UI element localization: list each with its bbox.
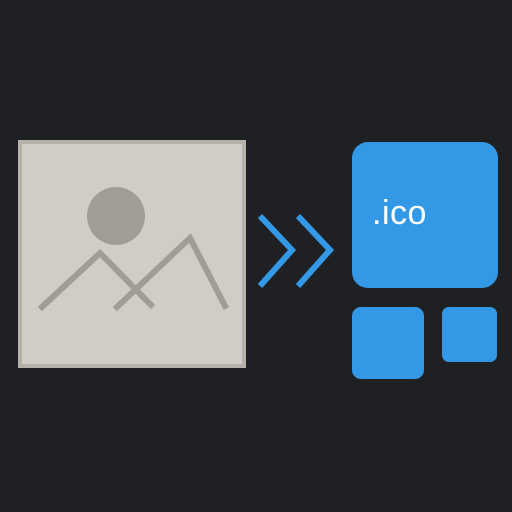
chevron-right-icon [295, 213, 335, 288]
image-placeholder-icon [37, 187, 230, 312]
mountain-right-line [112, 233, 230, 312]
chevron-right-icon [257, 213, 297, 288]
small-icon-tile [442, 307, 497, 362]
mountain-left-line [37, 248, 156, 312]
double-chevron-right-icon [257, 213, 335, 288]
ico-format-label: .ico [372, 194, 427, 232]
medium-icon-tile [352, 307, 424, 379]
sun-circle [87, 187, 145, 245]
large-icon-tile: .ico [352, 142, 498, 288]
image-placeholder [18, 140, 246, 368]
